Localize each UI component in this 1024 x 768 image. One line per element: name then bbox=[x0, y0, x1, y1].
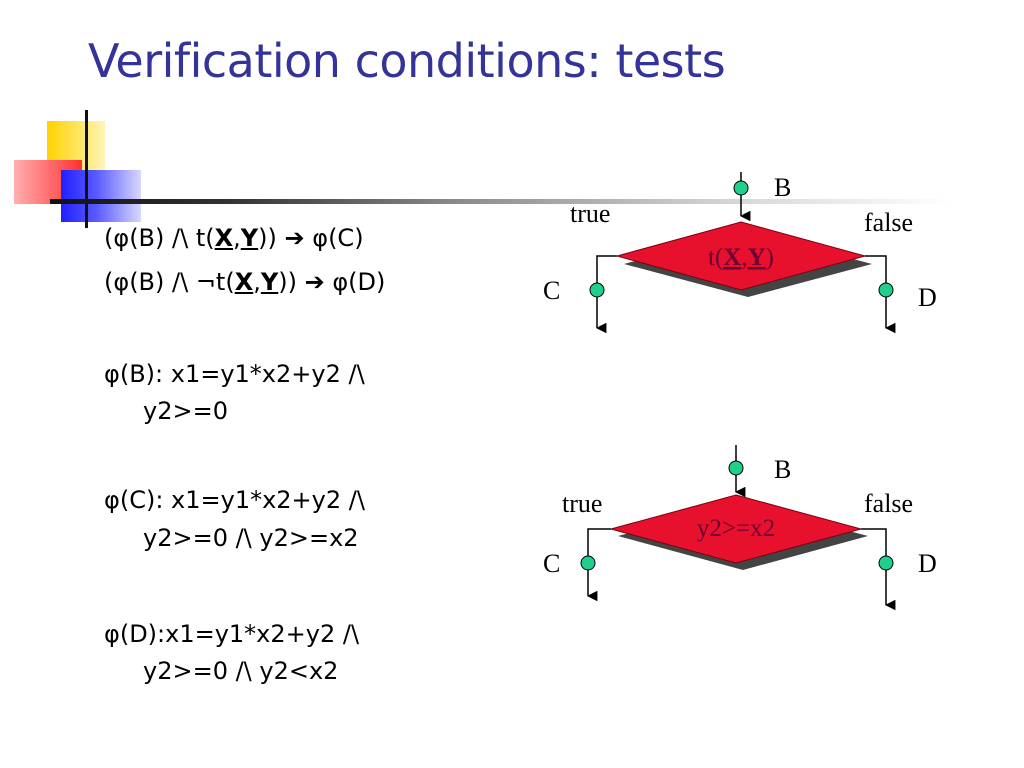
slide-title: Verification conditions: tests bbox=[88, 34, 726, 88]
phi-b-line2: y2>=0 bbox=[143, 397, 228, 425]
entry-label: B bbox=[774, 455, 791, 484]
condition-suffix: )) ➔ φ(D) bbox=[278, 268, 386, 296]
phi-d-line2: y2>=0 /\ y2<x2 bbox=[143, 657, 339, 685]
true-branch-label: true bbox=[562, 489, 602, 518]
decision-condition: y2>=x2 bbox=[697, 515, 775, 542]
exit-node-true bbox=[580, 555, 596, 571]
decor-vertical-line bbox=[85, 110, 88, 228]
true-branch-arrow bbox=[595, 255, 617, 334]
false-branch-arrow bbox=[861, 528, 896, 611]
exit-label-false: D bbox=[918, 549, 937, 578]
condition-prefix: (φ(B) /\ t( bbox=[104, 224, 215, 252]
exit-label-false: D bbox=[918, 283, 937, 312]
false-branch-label: false bbox=[864, 489, 913, 518]
entry-node bbox=[728, 460, 744, 476]
decision-diamond bbox=[615, 221, 867, 291]
condition-line-true: (φ(B) /\ t(X,Y)) ➔ φ(C) bbox=[104, 224, 364, 252]
phi-c-line2: y2>=0 /\ y2>=x2 bbox=[143, 524, 359, 552]
test-diagram-1: B t(X,Y) true false C D bbox=[543, 172, 937, 334]
decision-diamond bbox=[609, 494, 863, 564]
entry-label: B bbox=[774, 173, 791, 202]
condition-prefix: (φ(B) /\ ¬t( bbox=[104, 268, 235, 296]
condition-var-x: X bbox=[234, 268, 254, 296]
decor-blue-square bbox=[61, 170, 141, 222]
exit-node-true bbox=[589, 282, 605, 298]
exit-label-true: C bbox=[543, 276, 560, 305]
false-branch-label: false bbox=[864, 208, 913, 237]
entry-node bbox=[733, 180, 749, 196]
exit-node-false bbox=[878, 555, 894, 571]
true-branch-arrow bbox=[586, 528, 611, 602]
true-branch-label: true bbox=[570, 199, 610, 228]
condition-var-y: Y bbox=[260, 268, 279, 296]
decor-horizontal-rule bbox=[50, 199, 950, 204]
test-diagram-2: B y2>=x2 true false C D bbox=[543, 445, 937, 611]
phi-d-line1: φ(D):x1=y1*x2+y2 /\ bbox=[104, 620, 360, 648]
exit-node-false bbox=[878, 282, 894, 298]
condition-line-false: (φ(B) /\ ¬t(X,Y)) ➔ φ(D) bbox=[104, 268, 385, 296]
condition-var-x: X bbox=[214, 224, 234, 252]
exit-label-true: C bbox=[543, 549, 560, 578]
decision-condition: t(X,Y) bbox=[708, 244, 774, 271]
condition-comma: , bbox=[253, 268, 261, 296]
condition-var-y: Y bbox=[240, 224, 259, 252]
phi-b-line1: φ(B): x1=y1*x2+y2 /\ bbox=[104, 360, 365, 388]
false-branch-arrow bbox=[865, 255, 896, 334]
phi-c-line1: φ(C): x1=y1*x2+y2 /\ bbox=[104, 486, 365, 514]
condition-comma: , bbox=[233, 224, 241, 252]
condition-suffix: )) ➔ φ(C) bbox=[258, 224, 364, 252]
